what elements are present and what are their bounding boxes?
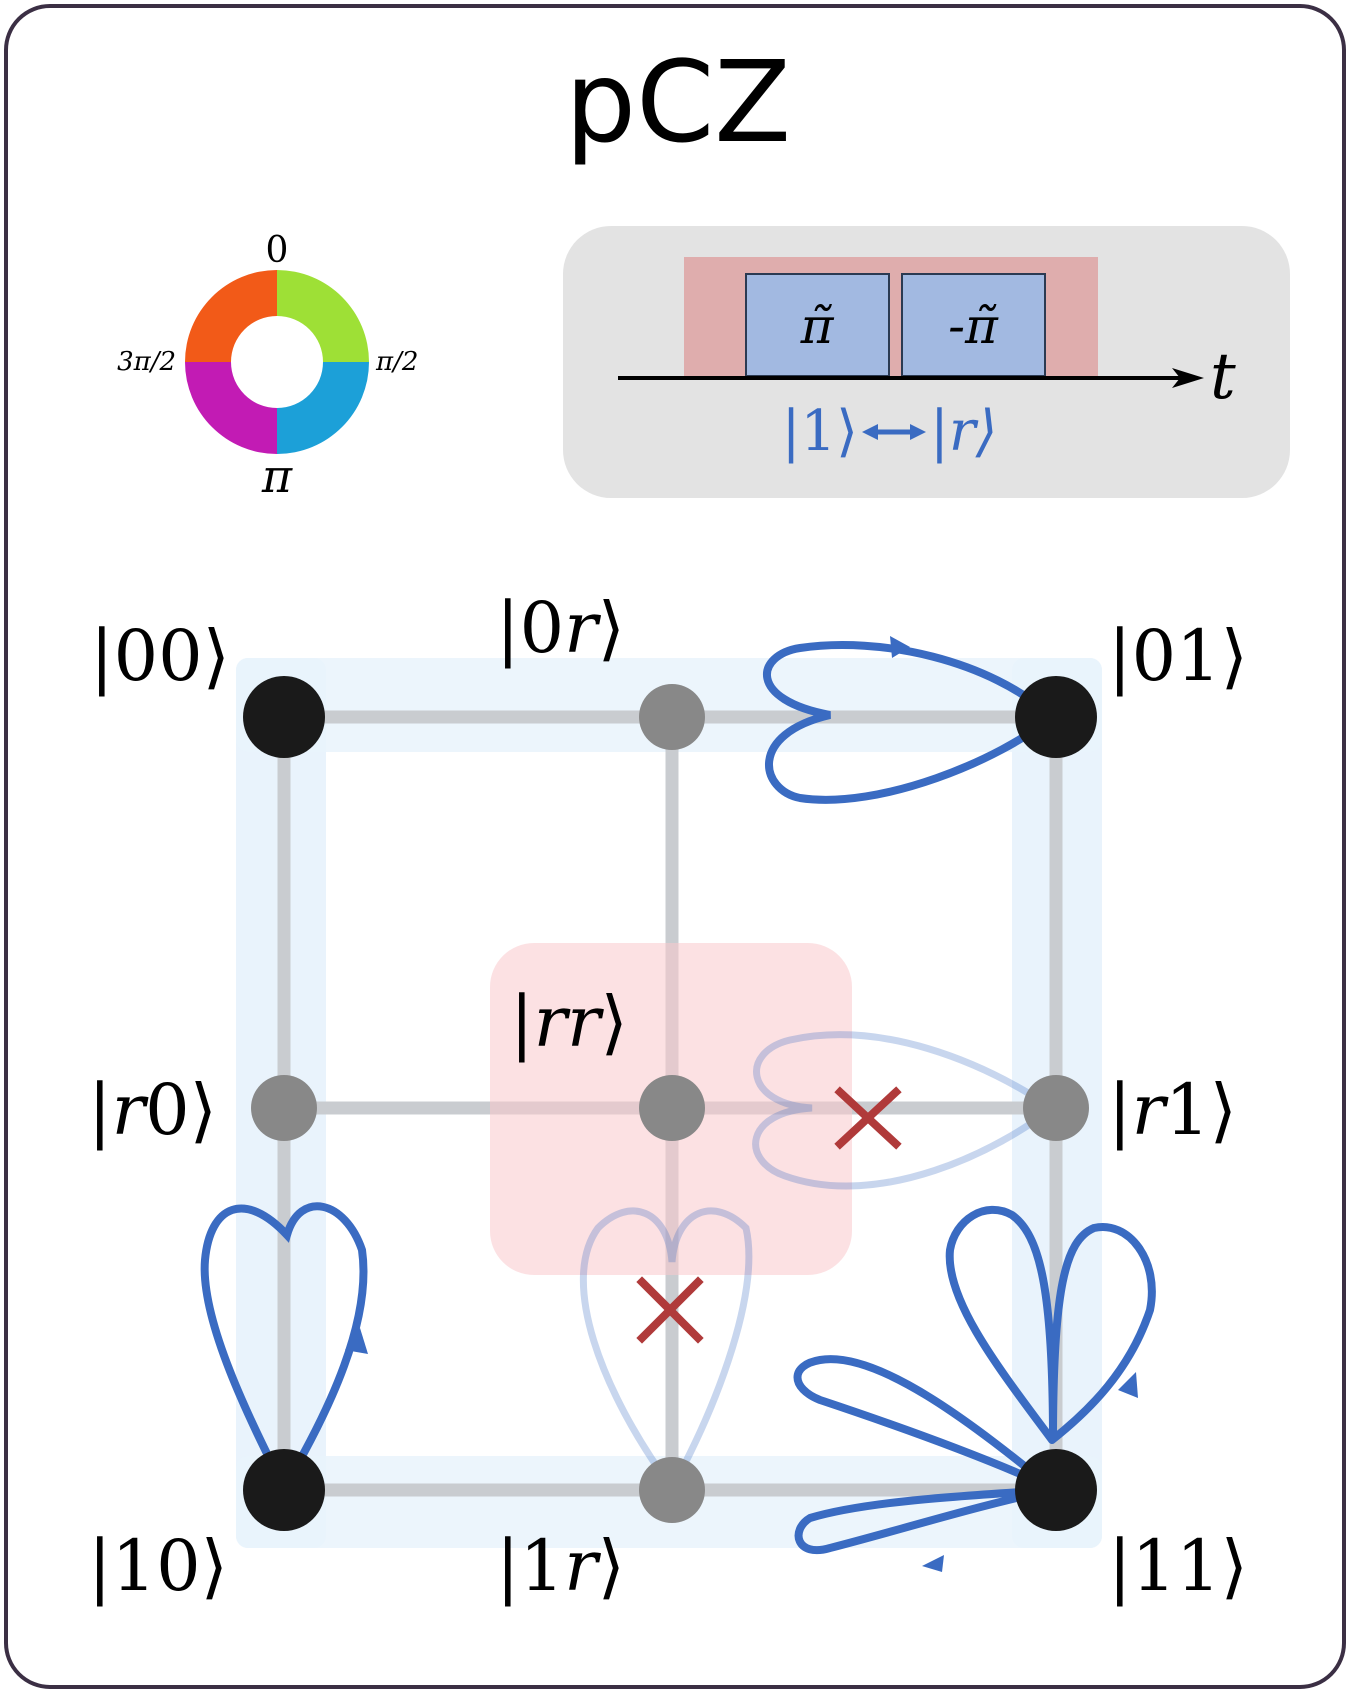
blocked-loop-r1: [752, 1031, 1056, 1190]
label-10: |10⟩: [88, 1525, 228, 1607]
figure-title: pCZ: [564, 38, 792, 168]
wheel-quadrant-1: [277, 362, 369, 454]
label-r1: |r1⟩: [1108, 1069, 1237, 1151]
node-rr: [639, 1075, 705, 1141]
wheel-quadrant-2: [185, 362, 277, 454]
time-axis-arrowhead: [1172, 368, 1204, 388]
blocked-loop-1r: [579, 1207, 753, 1492]
trajectory-lobe-11-left: [793, 1355, 1056, 1492]
node-00: [243, 676, 325, 758]
pulse-block-1: [745, 273, 890, 377]
arrowhead-11: [1118, 1372, 1138, 1398]
pulse-sequence-panel: π̃ -π̃ t |1⟩ |r⟩: [563, 226, 1290, 498]
trajectory-lobe-11-top: [945, 1206, 1156, 1444]
node-0r: [639, 684, 705, 750]
blocked-mark-1r: [636, 1276, 704, 1344]
trajectory-lobe-11-bottom: [794, 1486, 1056, 1554]
blocked-mark-r1: [834, 1086, 902, 1150]
wheel-label-bottom: π: [261, 449, 293, 503]
pulse-2-label: -π̃: [948, 297, 999, 355]
phase-color-wheel: 0 π/2 π 3π/2: [117, 230, 418, 503]
node-10: [243, 1449, 325, 1531]
transition-right-state: |r⟩: [930, 399, 997, 464]
arrowhead-10: [345, 1328, 368, 1354]
state-nodes: [243, 676, 1097, 1531]
label-0r: |0r⟩: [496, 587, 625, 669]
arrowhead-01: [890, 636, 910, 658]
blocked-marks: [636, 1086, 902, 1344]
trajectory-arrowheads: [345, 636, 1138, 1572]
label-11: |11⟩: [1108, 1525, 1248, 1607]
state-labels: |00⟩ |0r⟩ |01⟩ |r0⟩ |rr⟩ |r1⟩ |10⟩ |1r⟩ …: [88, 587, 1248, 1607]
pulse-1-label: π̃: [800, 297, 835, 355]
blocked-trajectories: [579, 1031, 1056, 1492]
node-11: [1015, 1449, 1097, 1531]
label-01: |01⟩: [1108, 615, 1248, 697]
label-r0: |r0⟩: [88, 1069, 217, 1151]
wheel-label-left: 3π/2: [117, 347, 176, 377]
label-00: |00⟩: [90, 615, 230, 697]
transition-left-state: |1⟩: [782, 399, 858, 464]
node-r0: [251, 1075, 317, 1141]
time-axis-label: t: [1210, 340, 1236, 414]
arrowhead-11-bottom: [922, 1555, 944, 1572]
double-arrow-icon: [862, 424, 926, 440]
node-01: [1015, 676, 1097, 758]
wheel-label-right: π/2: [375, 347, 418, 377]
node-1r: [639, 1457, 705, 1523]
wheel-label-top: 0: [266, 230, 289, 271]
wheel-quadrant-0: [277, 270, 369, 362]
wheel-quadrant-3: [185, 270, 277, 362]
node-r1: [1023, 1075, 1089, 1141]
label-1r: |1r⟩: [496, 1525, 625, 1607]
label-rr: |rr⟩: [510, 981, 628, 1063]
